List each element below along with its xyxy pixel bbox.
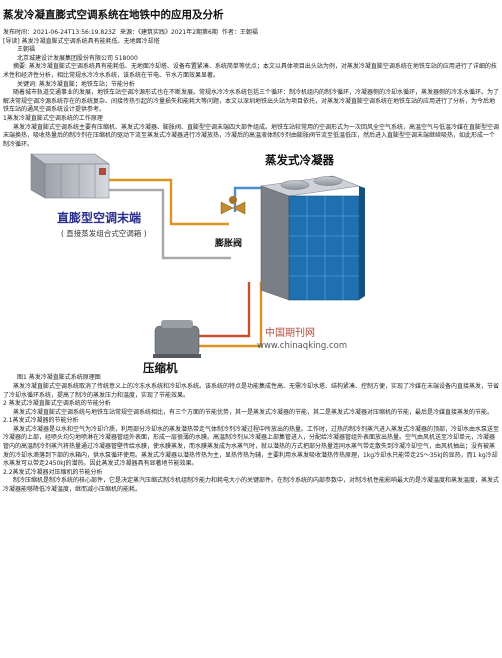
- watermark-url: www.chinaqking.com: [257, 341, 347, 351]
- refrigerant-piping: [109, 179, 263, 348]
- section-2-2-paragraph: 制冷压缩机是制冷系统的核心部件，它是决定蒸汽压缩式制冷机组制冷能力和耗电大小的关…: [3, 477, 500, 494]
- author-name: 王朝福: [17, 46, 36, 54]
- system-diagram: 直膨型空调末端 ( 直接蒸发组合式空调箱 ) 膨胀阀: [30, 153, 365, 375]
- section-2-1-paragraph: 蒸发式冷凝器是以水和空气为冷却介质，利用部分冷却水的蒸发潜热带走气体制冷剂冷凝过…: [3, 425, 500, 468]
- section-1-paragraph: 蒸发冷凝直膨式空调系统主要有压缩机、蒸发式冷凝器、膨胀阀、直膨型空调末端四大部件…: [3, 123, 500, 148]
- section-2-paragraph: 蒸发式冷凝直膨式空调系统与地铁车站常规空调系统相比，有三个方面的节能优势，其一是…: [13, 408, 494, 416]
- author-meta[interactable]: 作者：王朝福: [221, 29, 258, 36]
- section-1-paragraph-2: 蒸发冷凝直膨式空调系统取消了传统意义上的冷冻水系统和冷却水系统。该系统的特点是功…: [3, 382, 500, 399]
- label-comp: 压缩机: [143, 361, 178, 374]
- section-2-2-heading: 2.2蒸发式冷凝器对压缩机的节能分析: [3, 468, 103, 476]
- section-1-heading: 1蒸发冷凝直膨式空调系统的工作原理: [3, 114, 103, 122]
- affiliation: 北京城建设计发展集团股份有限公司 518000: [17, 54, 138, 62]
- label-terminal: 直膨型空调末端: [57, 210, 141, 225]
- intro-paragraph: 随着城市轨道交通事业的发展，地铁车站空调冷源形式也在不断发展。常规水冷冷水系统包…: [3, 89, 500, 114]
- label-evap: 蒸发式冷凝器: [265, 153, 334, 167]
- expansion-valve-drawing: [220, 196, 246, 215]
- evaporative-condenser-drawing: [260, 176, 365, 301]
- article-title: 蒸发冷凝直膨式空调系统在地铁中的应用及分析: [3, 9, 224, 21]
- publish-time: 发布时间：2021-06-24T13:56:19.823Z: [3, 29, 116, 36]
- abstract: 摘要: 蒸发冷凝直膨式空调系统具有能耗低、无地面冷却塔、设备布置紧凑、系统简单等…: [3, 63, 497, 79]
- compressor-drawing: [153, 320, 201, 359]
- section-2-1-heading: 2.1蒸发式冷凝器的节能分析: [3, 417, 79, 425]
- system-diagram-figure: 直膨型空调末端 ( 直接蒸发组合式空调箱 ) 膨胀阀: [3, 150, 499, 375]
- keywords: 关键词: 蒸发冷凝直膨；地铁车站；节能分析: [17, 80, 135, 88]
- watermark-cn: 中国期刊网: [265, 326, 315, 339]
- figure-caption: 图1 蒸发冷凝直膨式系统原理图: [17, 374, 101, 382]
- guide-text: [导读] 蒸发冷凝直膨式空调系统具有能耗低、无地面冷却塔: [3, 37, 160, 45]
- label-valve: 膨胀阀: [214, 237, 242, 249]
- terminal-unit-drawing: [30, 153, 110, 199]
- source: 来源：《建筑实践》2021年2期第6期: [119, 29, 218, 36]
- label-terminal-sub: ( 直接蒸发组合式空调箱 ): [61, 228, 147, 238]
- section-2-heading: 2 蒸发式冷凝直膨式空调系统的节能分析: [3, 400, 111, 408]
- article-page: 蒸发冷凝直膨式空调系统在地铁中的应用及分析 发布时间：2021-06-24T13…: [0, 9, 502, 658]
